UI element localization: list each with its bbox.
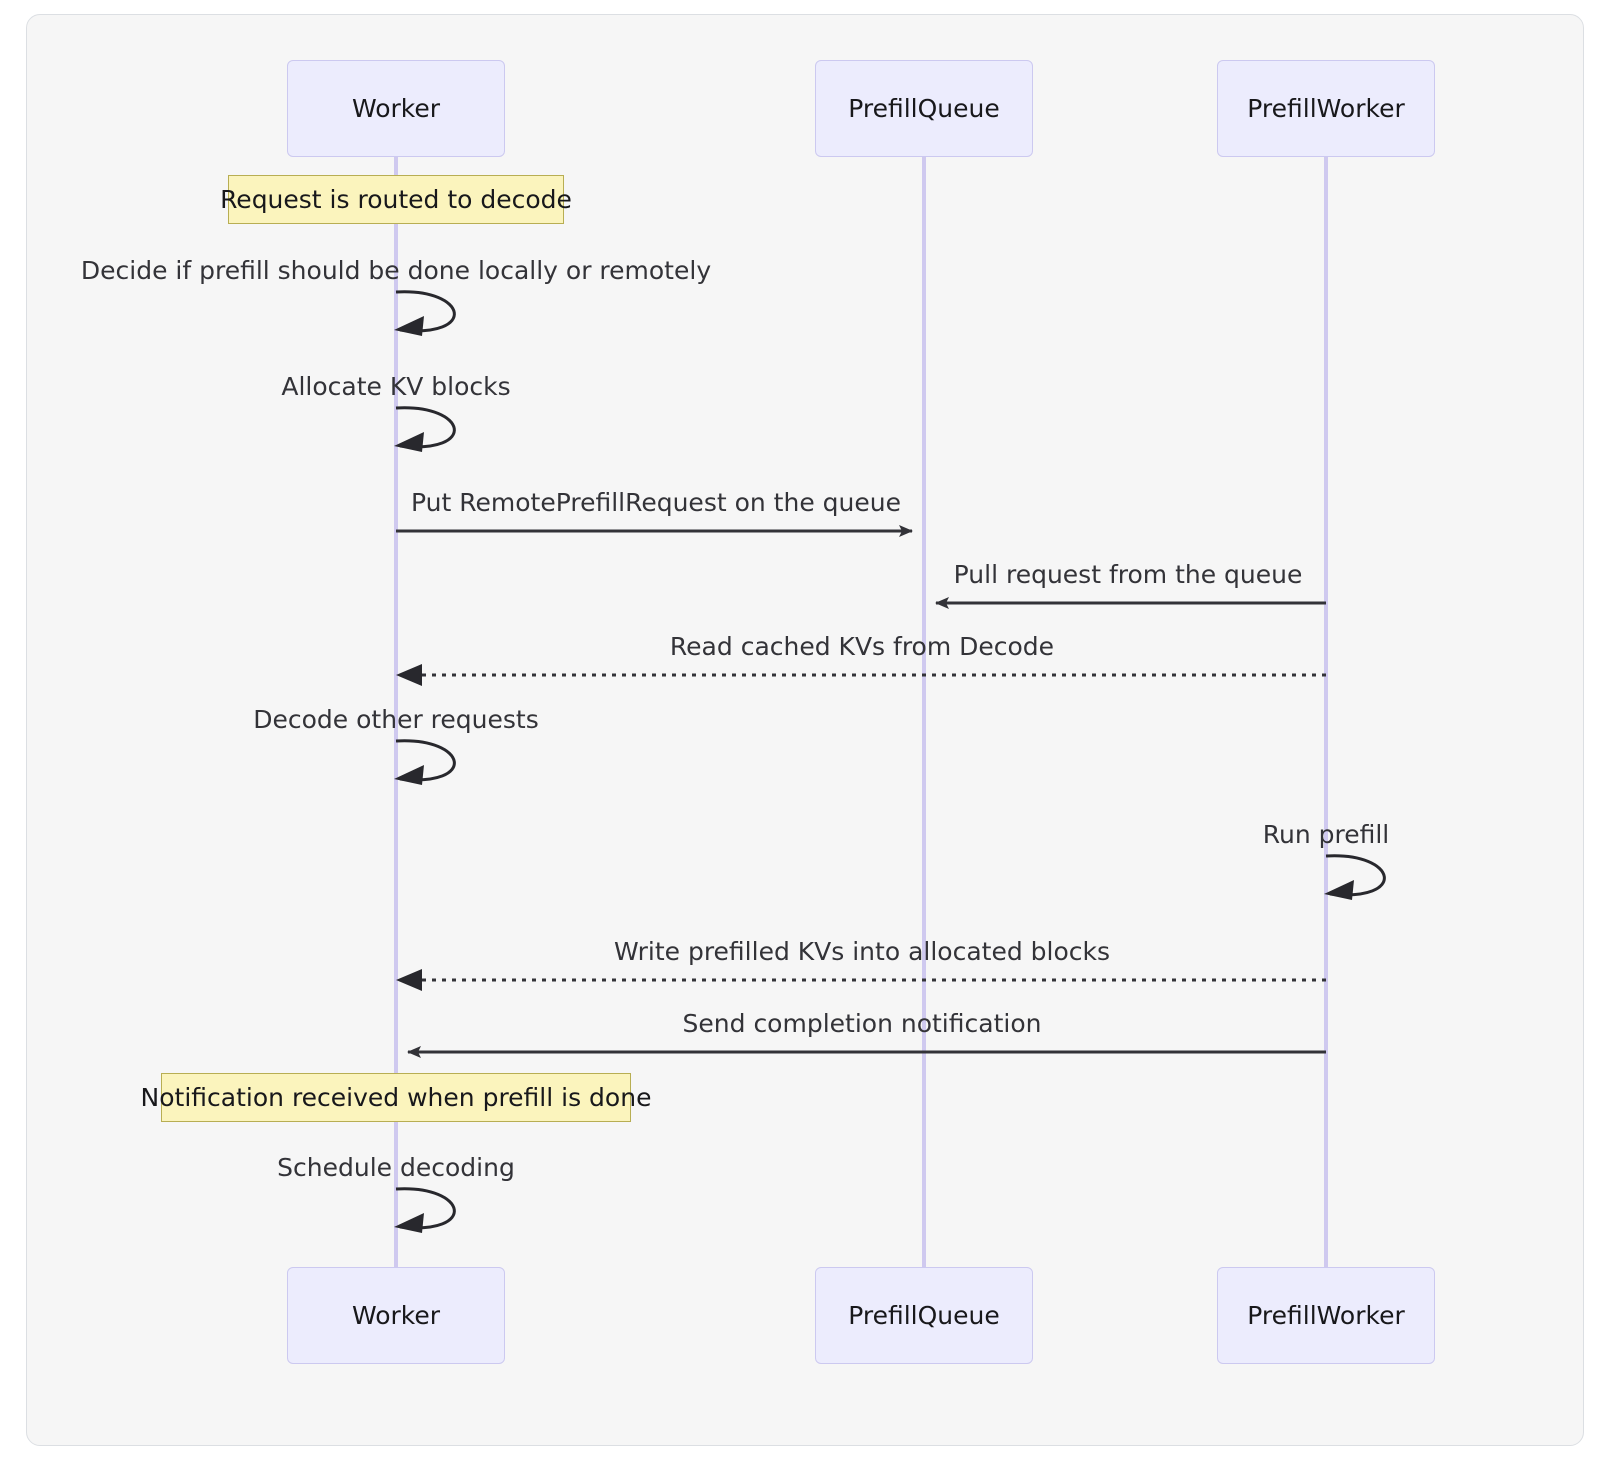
message-write-prefilled-kvs <box>396 969 1326 991</box>
self-loop-decode-other <box>394 739 456 785</box>
actor-label-prefillworker-bottom: PrefillWorker <box>1247 1301 1405 1330</box>
actor-label-prefillqueue-top: PrefillQueue <box>848 94 1000 123</box>
actor-box-prefillqueue-top[interactable]: PrefillQueue <box>815 60 1033 157</box>
actor-box-prefillworker-bottom[interactable]: PrefillWorker <box>1217 1267 1435 1364</box>
message-read-cached-kvs <box>396 664 1326 686</box>
label-read-cached-kvs: Read cached KVs from Decode <box>670 634 1054 659</box>
self-loop-decide <box>394 290 456 336</box>
label-text-read-cached-kvs: Read cached KVs from Decode <box>669 632 1055 661</box>
actor-box-worker-bottom[interactable]: Worker <box>287 1267 505 1364</box>
actor-label-worker-bottom: Worker <box>351 1301 441 1330</box>
label-allocate-kv-blocks: Allocate KV blocks <box>281 374 510 399</box>
actor-box-worker-top[interactable]: Worker <box>287 60 505 157</box>
self-loop-allocate <box>394 406 456 452</box>
actor-label-prefillqueue-bottom: PrefillQueue <box>848 1301 1000 1330</box>
label-decode-other-requests: Decode other requests <box>253 707 538 732</box>
label-text-schedule-decoding: Schedule decoding <box>277 1153 515 1182</box>
label-text-put-remote-prefill-request: Put RemotePrefillRequest on the queue <box>411 488 901 517</box>
label-text-pull-request: Pull request from the queue <box>953 560 1303 589</box>
label-decide-prefill: Decide if prefill should be done locally… <box>81 258 711 283</box>
note-request-routed-to-decode: Request is routed to decode <box>220 175 572 224</box>
note-label-request-routed: Request is routed to decode <box>220 185 572 214</box>
actor-label-worker-top: Worker <box>351 94 441 123</box>
actor-box-prefillworker-top[interactable]: PrefillWorker <box>1217 60 1435 157</box>
label-run-prefill: Run prefill <box>1263 822 1390 847</box>
label-put-remote-prefill-request: Put RemotePrefillRequest on the queue <box>411 490 901 515</box>
label-text-write-prefilled-kvs: Write prefilled KVs into allocated block… <box>614 937 1110 966</box>
note-label-notification-received: Notification received when prefill is do… <box>140 1083 652 1112</box>
label-text-run-prefill: Run prefill <box>1262 820 1390 849</box>
label-text-decode-other-requests: Decode other requests <box>253 705 539 734</box>
label-text-send-completion-notification: Send completion notification <box>682 1009 1042 1038</box>
label-write-prefilled-kvs: Write prefilled KVs into allocated block… <box>614 939 1110 964</box>
label-send-completion-notification: Send completion notification <box>683 1011 1042 1036</box>
label-schedule-decoding: Schedule decoding <box>277 1155 515 1180</box>
self-loop-schedule-decoding <box>394 1187 456 1233</box>
label-pull-request: Pull request from the queue <box>954 562 1303 587</box>
actor-label-prefillworker-top: PrefillWorker <box>1247 94 1405 123</box>
note-notification-received: Notification received when prefill is do… <box>141 1073 651 1122</box>
label-text-allocate-kv-blocks: Allocate KV blocks <box>281 372 511 401</box>
actor-box-prefillqueue-bottom[interactable]: PrefillQueue <box>815 1267 1033 1364</box>
self-loop-run-prefill <box>1324 854 1386 900</box>
label-text-decide-prefill: Decide if prefill should be done locally… <box>80 256 712 285</box>
